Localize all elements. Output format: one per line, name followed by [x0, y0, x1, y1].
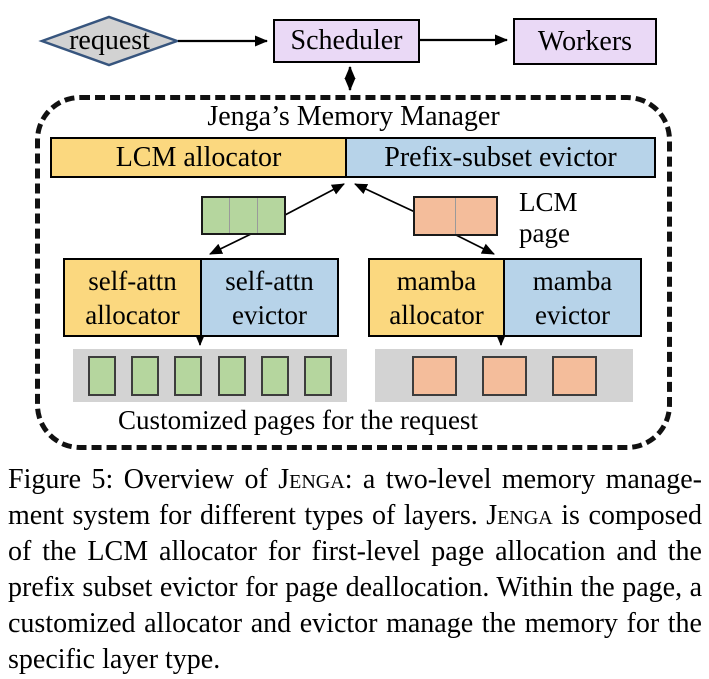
caption-line: Figure 5: Overview of Jenga: a two-level… [8, 462, 702, 498]
mamba-evictor-line2: evictor [535, 299, 610, 330]
arrow-greenpage-to-junction [284, 183, 345, 216]
request-label: request [69, 25, 150, 56]
self-attn-allocator-line2: allocator [85, 299, 180, 330]
memory-manager-container [35, 95, 672, 450]
green-page-square [131, 355, 160, 396]
green-pages-strip [73, 349, 347, 402]
green-page-square [217, 355, 246, 396]
self-attn-evictor-line1: self-attn [225, 265, 314, 296]
orange-pages-strip [375, 349, 633, 402]
caption-text-run: : a two-level memory manage- [344, 464, 702, 495]
mamba-evictor-line1: mamba [532, 265, 613, 296]
caption-text-run: Figure 5: Overview of [8, 464, 279, 495]
caption-line: customized allocator and evictor manage … [8, 606, 702, 642]
lcm-page-cell [230, 198, 258, 233]
lcm-allocator-box: LCM allocator [50, 137, 347, 178]
caption-text-run: is composed [552, 500, 702, 531]
caption-text-run: ment system for different types of layer… [8, 500, 487, 531]
arrow-orangepage-to-junction [354, 183, 416, 213]
caption-smallcaps-run: Jenga [278, 464, 345, 495]
caption-line: ment system for different types of layer… [8, 498, 702, 534]
caption-text-run: specific layer type. [8, 644, 221, 675]
mamba-allocator-box: mamba allocator [368, 258, 505, 337]
orange-page-square [481, 355, 527, 396]
lcm-page-label-line2: page [519, 218, 570, 248]
self-attn-allocator-line1: self-attn [88, 265, 177, 296]
caption-text-run: of the LCM allocator for first-level pag… [8, 536, 702, 567]
caption-smallcaps-run: Jenga [486, 500, 553, 531]
green-page-square [303, 355, 332, 396]
orange-page-square [411, 355, 457, 396]
green-page-square [174, 355, 203, 396]
lcm-page-label-line1: LCM [519, 187, 578, 217]
mamba-allocator-line2: allocator [389, 299, 484, 330]
orange-page-square [551, 355, 597, 396]
workers-box: Workers [513, 18, 657, 65]
arrow-greenpage-to-selfattn [209, 233, 252, 255]
arrow-orangepage-to-mamba [455, 234, 495, 255]
customized-pages-label: Customized pages for the request [118, 405, 478, 435]
green-page-square [260, 355, 289, 396]
caption-text-run: prefix subset evictor for page deallocat… [8, 572, 702, 603]
request-diamond-shape [38, 15, 181, 67]
lcm-page-cell [203, 198, 231, 233]
lcm-page-label: LCM page [519, 187, 578, 249]
caption-line: specific layer type. [8, 642, 702, 678]
scheduler-box: Scheduler [273, 19, 420, 63]
lcm-page-cell [415, 198, 456, 234]
caption-line: prefix subset evictor for page deallocat… [8, 570, 702, 606]
memory-manager-title: Jenga’s Memory Manager [207, 101, 500, 132]
lcm-page-orange [413, 196, 498, 236]
prefix-subset-evictor-box: Prefix-subset evictor [345, 137, 656, 178]
mamba-allocator-line1: mamba [396, 265, 477, 296]
self-attn-evictor-line2: evictor [232, 299, 307, 330]
self-attn-evictor-box: self-attn evictor [200, 258, 339, 337]
caption-text-run: customized allocator and evictor manage … [8, 608, 702, 639]
self-attn-allocator-box: self-attn allocator [63, 258, 202, 337]
mamba-evictor-box: mamba evictor [503, 258, 642, 337]
lcm-page-cell [456, 198, 496, 234]
caption-line: of the LCM allocator for first-level pag… [8, 534, 702, 570]
figure-caption: Figure 5: Overview of Jenga: a two-level… [8, 462, 702, 678]
green-page-square [88, 355, 117, 396]
lcm-page-cell [258, 198, 284, 233]
lcm-page-green [201, 196, 286, 235]
